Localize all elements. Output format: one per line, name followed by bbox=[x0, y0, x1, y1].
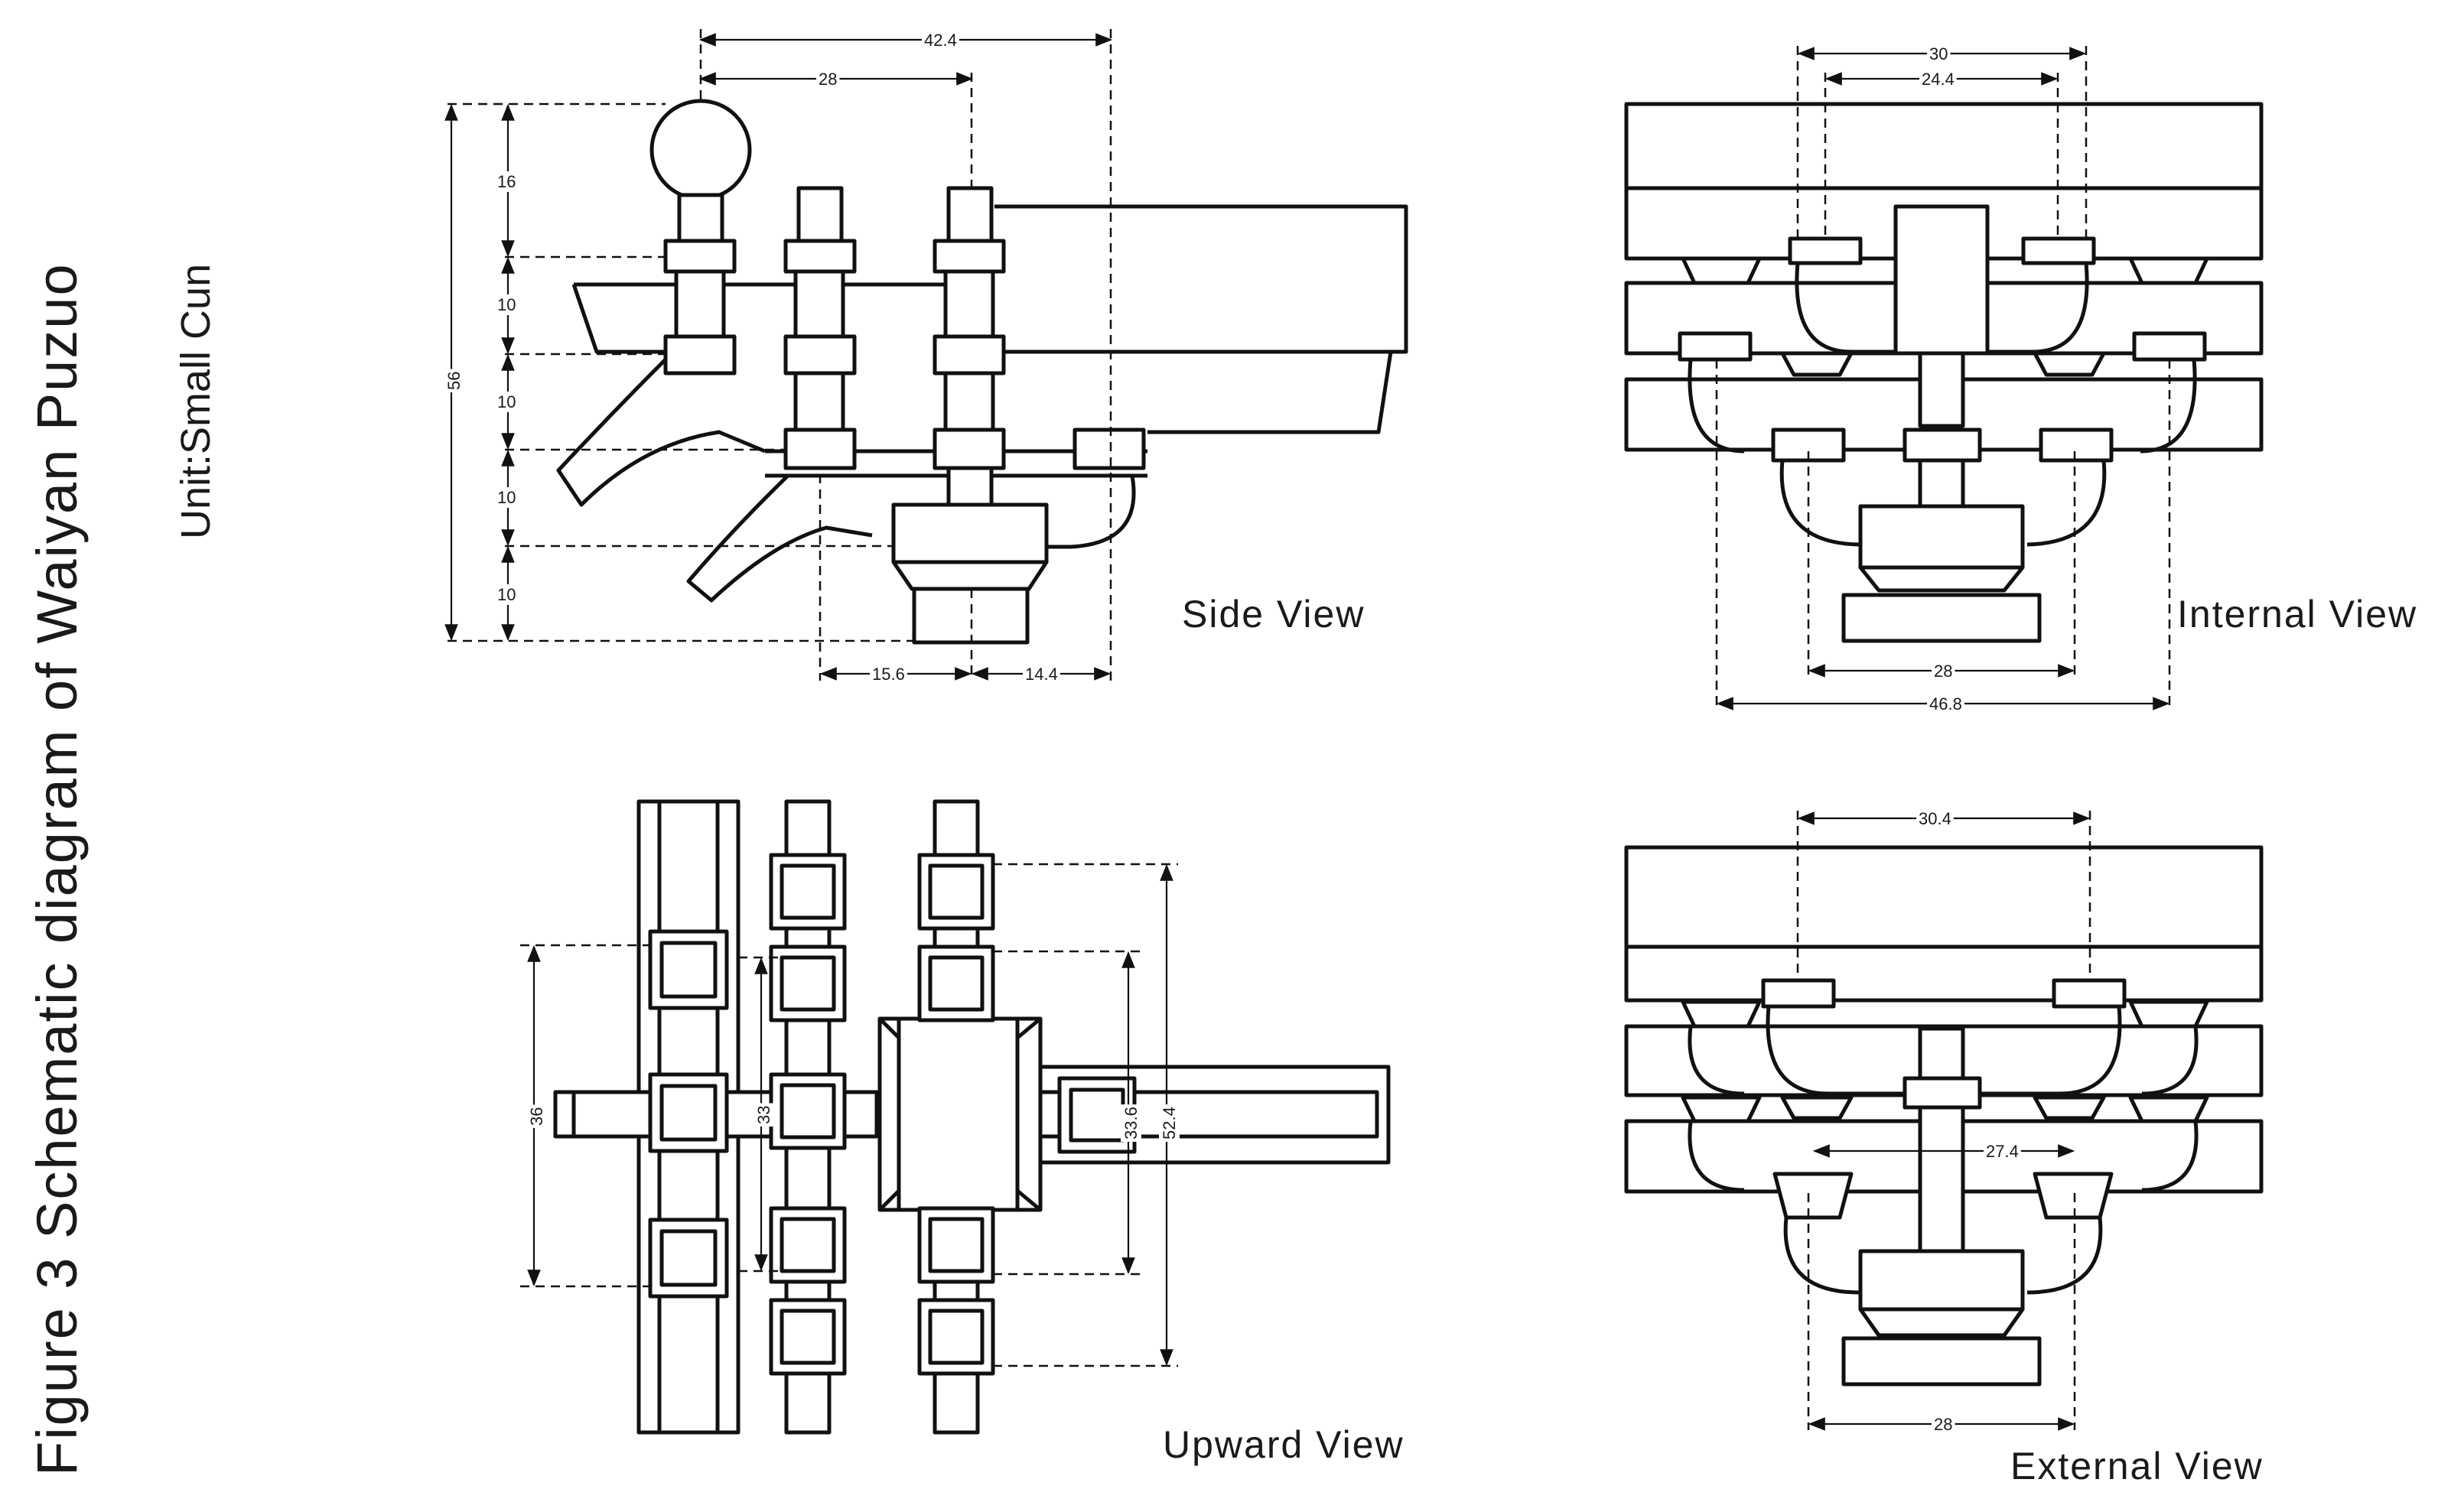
side-view-label: Side View bbox=[1182, 593, 1365, 636]
dim-upward-right-outer: 52.4 bbox=[1160, 1107, 1179, 1140]
internal-view-label: Internal View bbox=[2177, 593, 2417, 636]
dim-side-bottom-left: 15.6 bbox=[872, 665, 905, 684]
dim-side-top-inner: 28 bbox=[819, 70, 837, 89]
dim-internal-top-outer: 30 bbox=[1929, 44, 1948, 63]
dim-side-tier5: 10 bbox=[497, 585, 516, 604]
dim-internal-bottom-inner: 28 bbox=[1934, 662, 1952, 681]
dim-internal-bottom-outer: 46.8 bbox=[1929, 694, 1962, 714]
external-view-drawing bbox=[1624, 845, 2264, 1387]
unit-label: Unit:Small Cun bbox=[173, 264, 219, 539]
upward-view-drawing bbox=[553, 799, 1391, 1435]
external-view-label: External View bbox=[2010, 1445, 2264, 1487]
upward-view-label: Upward View bbox=[1163, 1423, 1405, 1466]
dim-upward-right-inner: 33.6 bbox=[1121, 1107, 1141, 1140]
dim-side-tier2: 10 bbox=[497, 295, 516, 314]
external-view-dimensions: 30.4 27.4 28 bbox=[1796, 808, 2091, 1435]
dim-internal-top-inner: 24.4 bbox=[1922, 70, 1955, 89]
dim-external-bottom: 28 bbox=[1934, 1415, 1952, 1434]
dim-side-tier1: 16 bbox=[497, 172, 516, 191]
side-view-dimensions: 42.4 28 56 16 10 10 10 10 15.6 14.4 bbox=[444, 29, 1113, 684]
dim-external-middle: 27.4 bbox=[1986, 1142, 2019, 1161]
figure-title: Figure 3 Schematic diagram of Waiyan Puz… bbox=[25, 262, 89, 1476]
upward-view-dimensions: 36 33 33.6 52.4 bbox=[520, 863, 1180, 1367]
dim-side-tier3: 10 bbox=[497, 392, 516, 411]
dim-upward-left-inner: 33 bbox=[754, 1106, 773, 1124]
dim-side-tier4: 10 bbox=[497, 488, 516, 507]
dim-upward-left: 36 bbox=[527, 1107, 546, 1126]
dim-side-top-total: 42.4 bbox=[924, 31, 957, 50]
internal-view-dimensions: 30 24.4 28 46.8 bbox=[1715, 44, 2171, 714]
dim-side-height-total: 56 bbox=[444, 372, 464, 390]
side-view-drawing bbox=[556, 99, 1408, 645]
dim-side-bottom-right: 14.4 bbox=[1025, 665, 1058, 684]
dim-external-top: 30.4 bbox=[1919, 809, 1951, 828]
internal-view-drawing bbox=[1624, 102, 2264, 643]
